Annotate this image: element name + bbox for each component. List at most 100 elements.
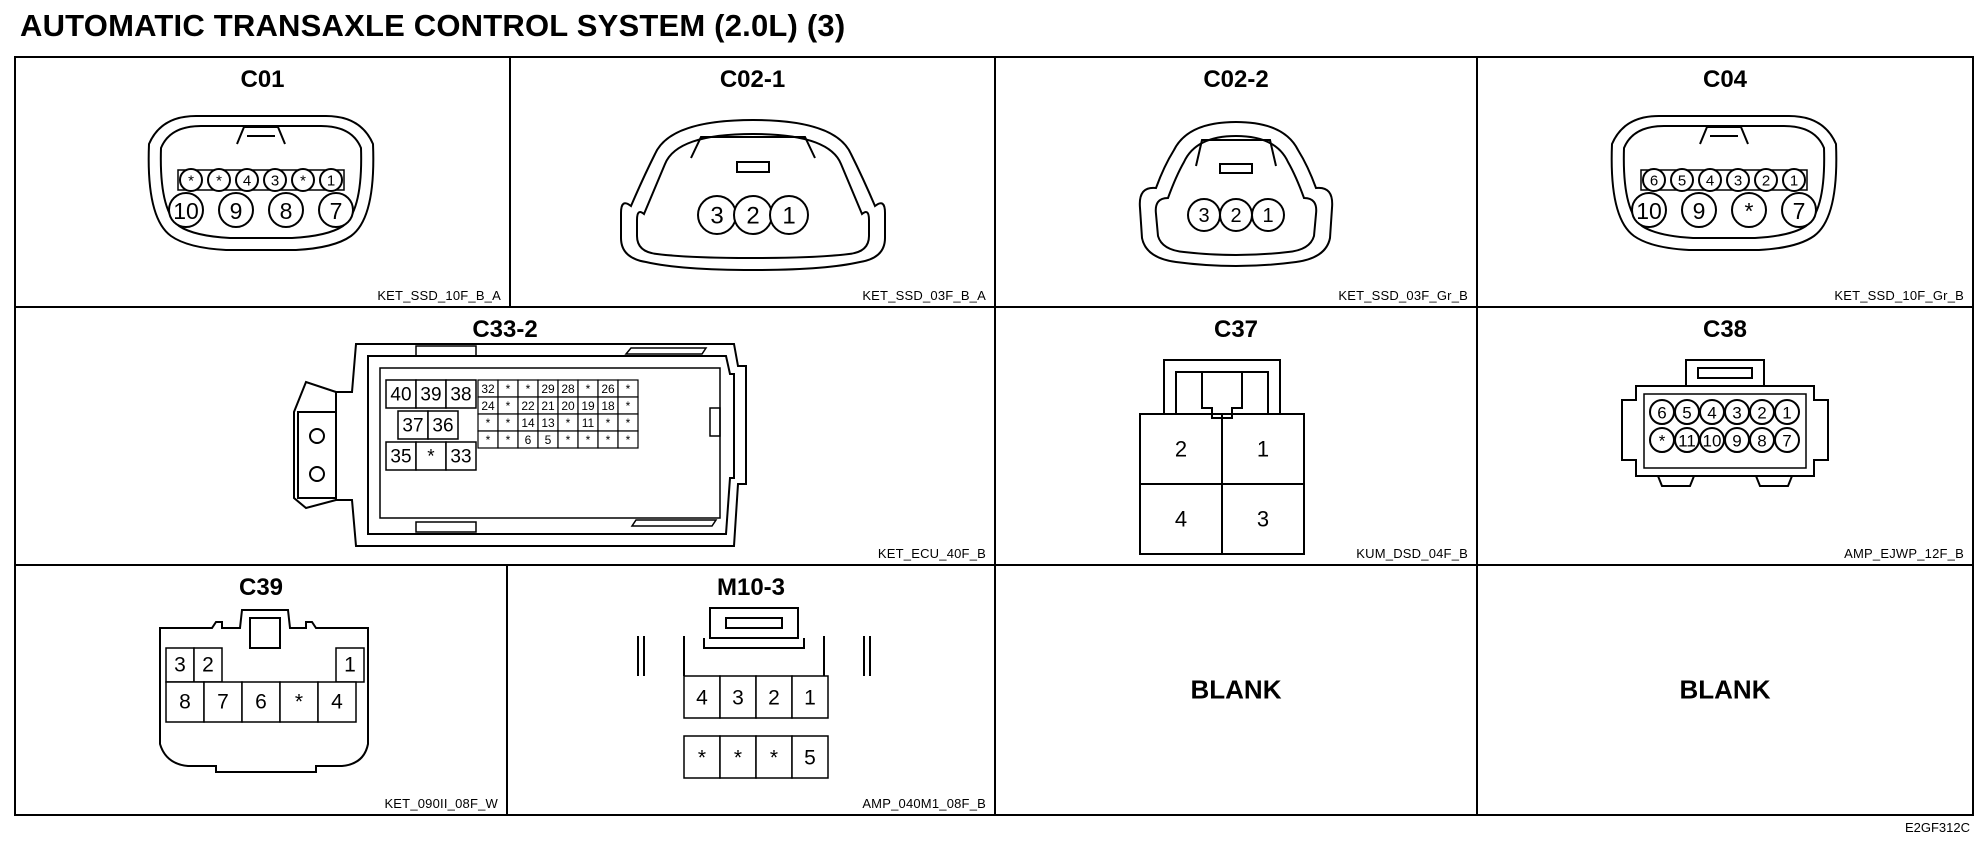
pin-cavity [1754, 168, 1778, 192]
connector-name: C04 [1702, 66, 1748, 93]
pin-cavity [218, 192, 254, 228]
connector-code: KET_SSD_03F_Gr_B [1338, 288, 1468, 303]
pin-cavity [203, 681, 243, 723]
pin-cavity [1221, 483, 1305, 555]
pin-cavity [179, 168, 203, 192]
connector-name: C39 [238, 574, 284, 601]
grid-col-divider [509, 58, 511, 307]
pin-label: 2 [1175, 437, 1187, 462]
pin-label: * [626, 433, 631, 447]
pin-label: 4 [1175, 507, 1187, 532]
pin-label: 6 [1650, 173, 1658, 190]
pin-cavity [791, 675, 829, 719]
connector-code: KET_090II_08F_W [384, 796, 498, 811]
connector-name: M10-3 [716, 574, 786, 601]
pin-cavity [1782, 168, 1806, 192]
pin-label: 2 [1757, 404, 1766, 423]
pin-label: * [626, 416, 631, 430]
pin-label: 32 [481, 382, 495, 396]
pin-label: * [606, 416, 611, 430]
pin-label: 1 [1790, 173, 1798, 190]
pin-label: 37 [402, 416, 423, 437]
pin-cavity [791, 735, 829, 779]
pin-label: 26 [601, 382, 615, 396]
pin-label: * [1659, 432, 1666, 451]
pin-label: 8 [280, 198, 293, 224]
pin-cavity [445, 379, 477, 409]
pin-cavity [445, 441, 477, 471]
pin-label: 20 [561, 399, 575, 413]
pin-cavity [1631, 192, 1667, 228]
pin-label: 28 [561, 382, 575, 396]
pin-label: 6 [255, 691, 267, 714]
pin-label: * [216, 173, 222, 190]
pin-label: 21 [541, 399, 555, 413]
pin-label: 14 [521, 416, 535, 430]
pin-label: * [188, 173, 194, 190]
pin-label: * [566, 433, 571, 447]
connector-code: KUM_DSD_04F_B [1356, 546, 1468, 561]
pin-label: 1 [1782, 404, 1791, 423]
connector-name: C37 [1213, 316, 1259, 343]
pin-label: * [586, 382, 591, 396]
pin-label: * [300, 173, 306, 190]
pin-cavity [207, 168, 231, 192]
pin-cavity [168, 192, 204, 228]
pin-cavity [1731, 192, 1767, 228]
pin-label: 6 [525, 433, 532, 447]
pin-label: * [486, 433, 491, 447]
blank-label: BLANK [1190, 674, 1282, 705]
pin-label: 4 [696, 687, 708, 710]
pin-label: * [586, 433, 591, 447]
pin-label: * [734, 747, 742, 770]
pin-label: 24 [481, 399, 495, 413]
connector-code: AMP_040M1_08F_B [862, 796, 986, 811]
pin-label: * [506, 399, 511, 413]
figure-code: E2GF312C [1904, 820, 1970, 835]
pin-label: 2 [768, 687, 780, 710]
pin-label: 7 [1782, 432, 1791, 451]
pin-cavity [1726, 168, 1750, 192]
pin-cavity [1251, 198, 1285, 232]
pin-label: 3 [710, 203, 723, 230]
pin-cavity [683, 675, 721, 719]
pin-label: 2 [202, 654, 214, 677]
pin-label: 2 [1762, 173, 1770, 190]
pin-label: 35 [390, 447, 411, 468]
pin-label: 4 [331, 691, 343, 714]
pin-label: 9 [1732, 432, 1741, 451]
connector-name: C01 [240, 66, 285, 93]
connector-name: C02-1 [719, 66, 786, 93]
pin-cavity [719, 735, 757, 779]
connector-name: C33-2 [472, 316, 538, 343]
pin-cavity [241, 681, 281, 723]
pin-label: * [566, 416, 571, 430]
grid-col-divider [506, 565, 508, 814]
pin-label: * [427, 447, 435, 468]
pin-label: 22 [521, 399, 535, 413]
pin-label: 1 [327, 173, 335, 190]
pin-label: 36 [432, 416, 453, 437]
blank-label: BLANK [1679, 674, 1771, 705]
pin-label: 33 [450, 447, 471, 468]
pin-cavity [291, 168, 315, 192]
pin-cavity [1642, 168, 1666, 192]
pin-cavity [1698, 168, 1722, 192]
pin-label: 10 [1636, 198, 1662, 224]
pin-label: 3 [271, 173, 279, 190]
pin-cavity [235, 168, 259, 192]
connector-code: KET_SSD_03F_B_A [862, 288, 986, 303]
pin-cavity [719, 675, 757, 719]
pin-label: 1 [344, 654, 356, 677]
